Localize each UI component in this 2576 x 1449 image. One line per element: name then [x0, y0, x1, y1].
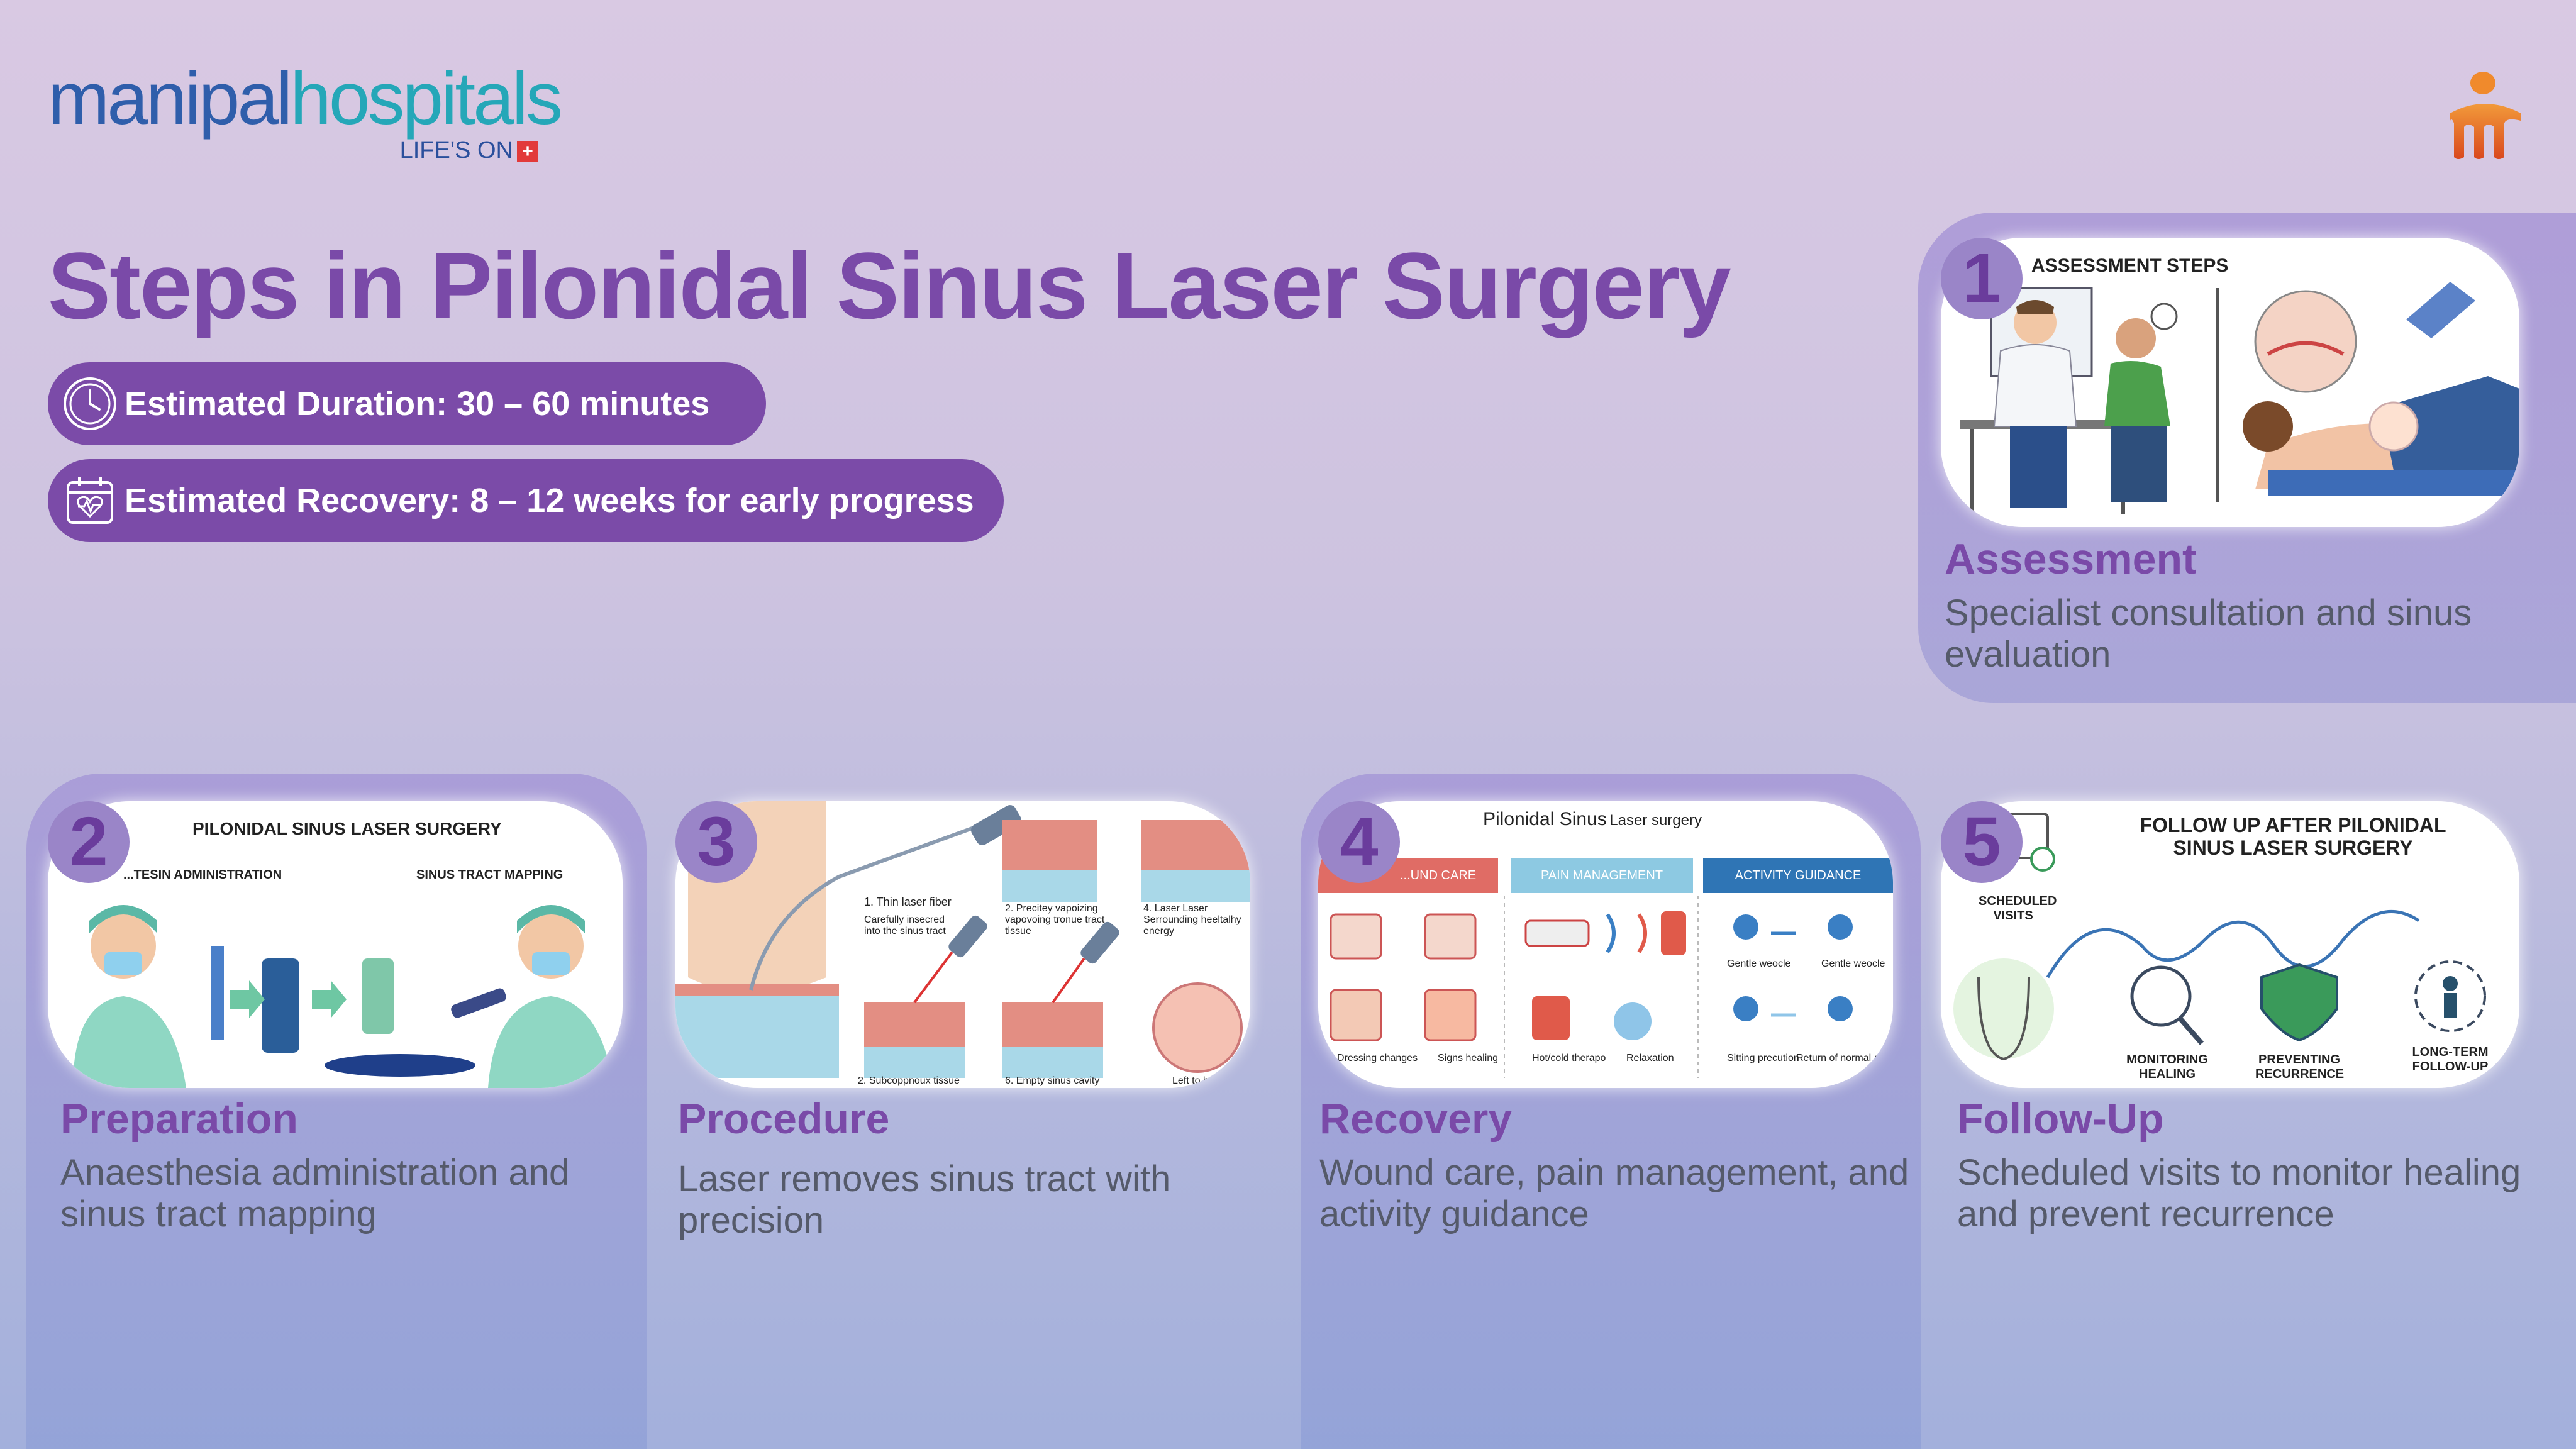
clock-icon: [64, 377, 116, 430]
calendar-heart-icon: [67, 477, 113, 524]
step-5-illustration: FOLLOW UP AFTER PILONIDAL SINUS LASER SU…: [1941, 801, 2519, 1088]
logo-tagline: LIFE'S ON+: [400, 137, 538, 164]
step-1-illustration: ASSESSMENT STEPS: [1941, 238, 2519, 527]
step-4-illustration: Pilonidal Sinus Laser surgery ...UND CAR…: [1318, 801, 1893, 1088]
duration-badge: Estimated Duration: 30 – 60 minutes: [48, 362, 766, 445]
step-2-title: Preparation: [60, 1095, 298, 1143]
step-4-description: Wound care, pain management, and activit…: [1319, 1152, 1909, 1235]
procedure-illustration-icon: [675, 801, 1250, 1078]
logo-wordmark: manipalhospitals: [48, 57, 563, 140]
step-3-number: 3: [675, 801, 757, 883]
recovery-heading: Pilonidal Sinus Laser surgery: [1483, 809, 1702, 830]
page-title: Steps in Pilonidal Sinus Laser Surgery: [48, 233, 1731, 338]
plus-icon: +: [517, 140, 538, 162]
step-2-description: Anaesthesia administration and sinus tra…: [60, 1152, 570, 1235]
step-2-number: 2: [48, 801, 130, 883]
activity-guidance-header: ACTIVITY GUIDANCE: [1703, 858, 1893, 893]
pain-management-header: PAIN MANAGEMENT: [1511, 858, 1693, 893]
step-4-title: Recovery: [1319, 1095, 1513, 1143]
step-1-title: Assessment: [1945, 535, 2197, 583]
step-5-title: Follow-Up: [1957, 1095, 2164, 1143]
recovery-badge: Estimated Recovery: 8 – 12 weeks for ear…: [48, 459, 1004, 542]
step-2-illustration: PILONIDAL SINUS LASER SURGERY ...TESIN A…: [48, 801, 623, 1088]
brand-mark-icon: [2450, 72, 2521, 159]
recovery-icons-icon: [1330, 896, 1853, 1078]
step-3-title: Procedure: [678, 1095, 890, 1143]
step-5-description: Scheduled visits to monitor healing and …: [1957, 1152, 2521, 1235]
assessment-illustration-icon: [1960, 282, 2519, 514]
step-1-description: Specialist consultation and sinus evalua…: [1945, 592, 2472, 675]
step-1-number: 1: [1941, 238, 2023, 319]
manipal-hospitals-logo: manipalhospitals LIFE'S ON+: [48, 57, 563, 169]
step-3-description: Laser removes sinus tract with precision: [678, 1158, 1171, 1241]
step-3-illustration: 1. Thin laser fiber Carefully insecred i…: [675, 801, 1250, 1088]
step-4-number: 4: [1318, 801, 1400, 883]
step-5-number: 5: [1941, 801, 2023, 883]
preparation-illustration-icon: [73, 905, 614, 1088]
